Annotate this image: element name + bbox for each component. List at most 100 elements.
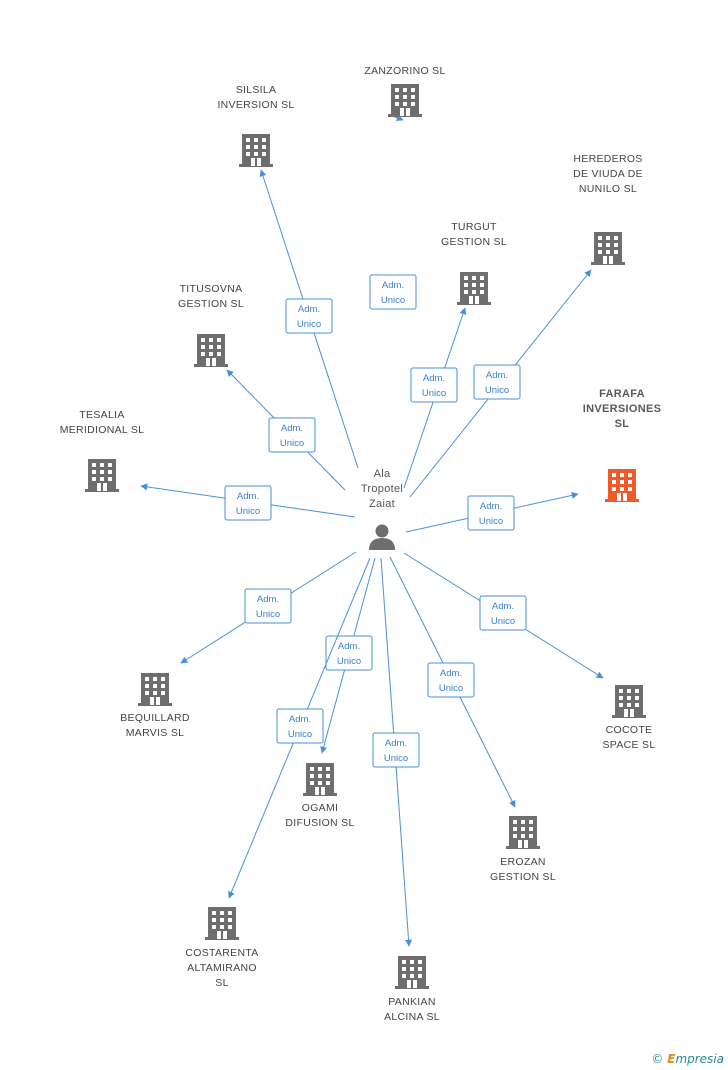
edge-label-text: Adm.: [385, 738, 407, 749]
building-icon: [612, 685, 646, 718]
person-name-line: Zaiat: [369, 498, 395, 510]
edge-label-costarenta[interactable]: Adm. Unico: [276, 708, 324, 744]
edge-label-box: [268, 417, 316, 453]
company-name-line: ALCINA SL: [384, 1011, 440, 1023]
edge-label-text: Adm.: [492, 601, 514, 612]
edge-label-text: Adm.: [289, 714, 311, 725]
edge-label-box: [410, 367, 458, 403]
company-name-line: SL: [215, 977, 228, 989]
company-name-line: TESALIA: [79, 409, 124, 421]
company-name-line: TURGUT: [451, 221, 497, 233]
company-name-line: SILSILA: [236, 84, 277, 96]
person-name-line: Tropotel: [361, 483, 403, 495]
edge-label-pankian[interactable]: Adm.Unico: [372, 732, 420, 768]
company-name-line: DIFUSION SL: [285, 817, 354, 829]
building-icon: [605, 469, 639, 502]
brand-initial: E: [667, 1052, 676, 1066]
company-name-line: EROZAN: [500, 856, 546, 868]
edge-label-erozan[interactable]: Adm.Unico: [427, 662, 475, 698]
building-icon: [506, 816, 540, 849]
company-name-line: NUNILO SL: [579, 183, 637, 195]
company-node-pankian[interactable]: PANKIAN ALCINA SL: [384, 956, 440, 1023]
edge-label-box: [427, 662, 475, 698]
edge-label-box: [372, 732, 420, 768]
company-name-line: DE VIUDA DE: [573, 168, 643, 180]
edge-label-box: [276, 708, 324, 744]
edge-label-cocote[interactable]: Adm. Unico: [479, 595, 527, 631]
edge-label-text: Adm.: [237, 491, 259, 502]
footer-brand[interactable]: © Empresia: [651, 1052, 724, 1066]
edge-label-silsila[interactable]: Adm. Unico: [285, 298, 333, 334]
edge-label-text: Unico: [288, 729, 312, 740]
company-name-line: MERIDIONAL SL: [60, 424, 145, 436]
building-icon: [239, 134, 273, 167]
company-name-line: MARVIS SL: [126, 727, 185, 739]
edge-label-bequillard[interactable]: Adm.Unico: [244, 588, 292, 624]
company-name-line: PANKIAN: [388, 996, 435, 1008]
company-name-line: ALTAMIRANO: [187, 962, 257, 974]
company-name-line: GESTION SL: [178, 298, 244, 310]
company-name-line: SL: [615, 418, 630, 430]
edge-label-box: [369, 274, 417, 310]
copyright-symbol: ©: [651, 1052, 664, 1066]
company-name-line: INVERSION SL: [217, 99, 294, 111]
edge-label-box: [285, 298, 333, 334]
edge-label-box: [325, 635, 373, 671]
edge-label-text: Unico: [337, 656, 361, 667]
company-node-titusovna[interactable]: TITUSOVNA GESTION SL: [178, 283, 244, 367]
building-icon: [138, 673, 172, 706]
company-node-zanzorino[interactable]: ZANZORINO SL: [364, 65, 445, 117]
building-icon: [194, 334, 228, 367]
building-icon: [205, 907, 239, 940]
edge-label-turgut[interactable]: Adm. Unico: [410, 367, 458, 403]
company-node-ogami[interactable]: OGAMI DIFUSION SL: [285, 763, 354, 829]
edges-layer: Adm.UnicoAdm.UnicoAdm.UnicoAdm.UnicoAdm.…: [140, 114, 604, 947]
edge-label-tesalia[interactable]: Adm. Unico: [224, 485, 272, 521]
company-name-line: COSTARENTA: [185, 947, 258, 959]
company-name-line: TITUSOVNA: [180, 283, 243, 295]
company-node-herederos[interactable]: HEREDEROS DE VIUDA DE NUNILO SL: [573, 153, 643, 265]
person-icon: [369, 524, 395, 550]
company-node-tesalia[interactable]: TESALIA MERIDIONAL SL: [60, 409, 145, 492]
company-name-line: ZANZORINO SL: [364, 65, 445, 77]
edge-label-text: Adm.: [423, 373, 445, 384]
edge-label-box: [479, 595, 527, 631]
edge-label-herederos[interactable]: Adm.Unico: [473, 364, 521, 400]
edge-label-zanzorino[interactable]: Adm. Unico: [369, 274, 417, 310]
company-name-line: SPACE SL: [603, 739, 656, 751]
edge-label-text: Unico: [422, 388, 446, 399]
edge-label-text: Unico: [256, 609, 280, 620]
edge-label-text: Unico: [297, 319, 321, 330]
edge-label-text: Unico: [280, 438, 304, 449]
edge-label-box: [244, 588, 292, 624]
edge-label-box: [467, 495, 515, 531]
edge-label-text: Adm.: [382, 280, 404, 291]
company-name-line: FARAFA: [599, 388, 645, 400]
edge-label-text: Adm.: [480, 501, 502, 512]
edge-label-text: Adm.: [298, 304, 320, 315]
edge-label-text: Unico: [236, 506, 260, 517]
edge-label-text: Adm.: [486, 370, 508, 381]
edge-label-text: Unico: [439, 683, 463, 694]
building-icon: [85, 459, 119, 492]
company-name-line: HEREDEROS: [573, 153, 642, 165]
company-name-line: OGAMI: [302, 802, 339, 814]
edge-label-ogami[interactable]: Adm.Unico: [325, 635, 373, 671]
edge-label-box: [473, 364, 521, 400]
edge-label-text: Unico: [381, 295, 405, 306]
building-icon: [388, 84, 422, 117]
edge-label-titusovna[interactable]: Adm.Unico: [268, 417, 316, 453]
company-node-costarenta[interactable]: COSTARENTA ALTAMIRANO SL: [185, 907, 258, 989]
edge-label-farafa[interactable]: Adm.Unico: [467, 495, 515, 531]
company-node-silsila[interactable]: SILSILA INVERSION SL: [217, 84, 294, 167]
building-icon: [303, 763, 337, 796]
edge-label-text: Unico: [491, 616, 515, 627]
building-icon: [591, 232, 625, 265]
